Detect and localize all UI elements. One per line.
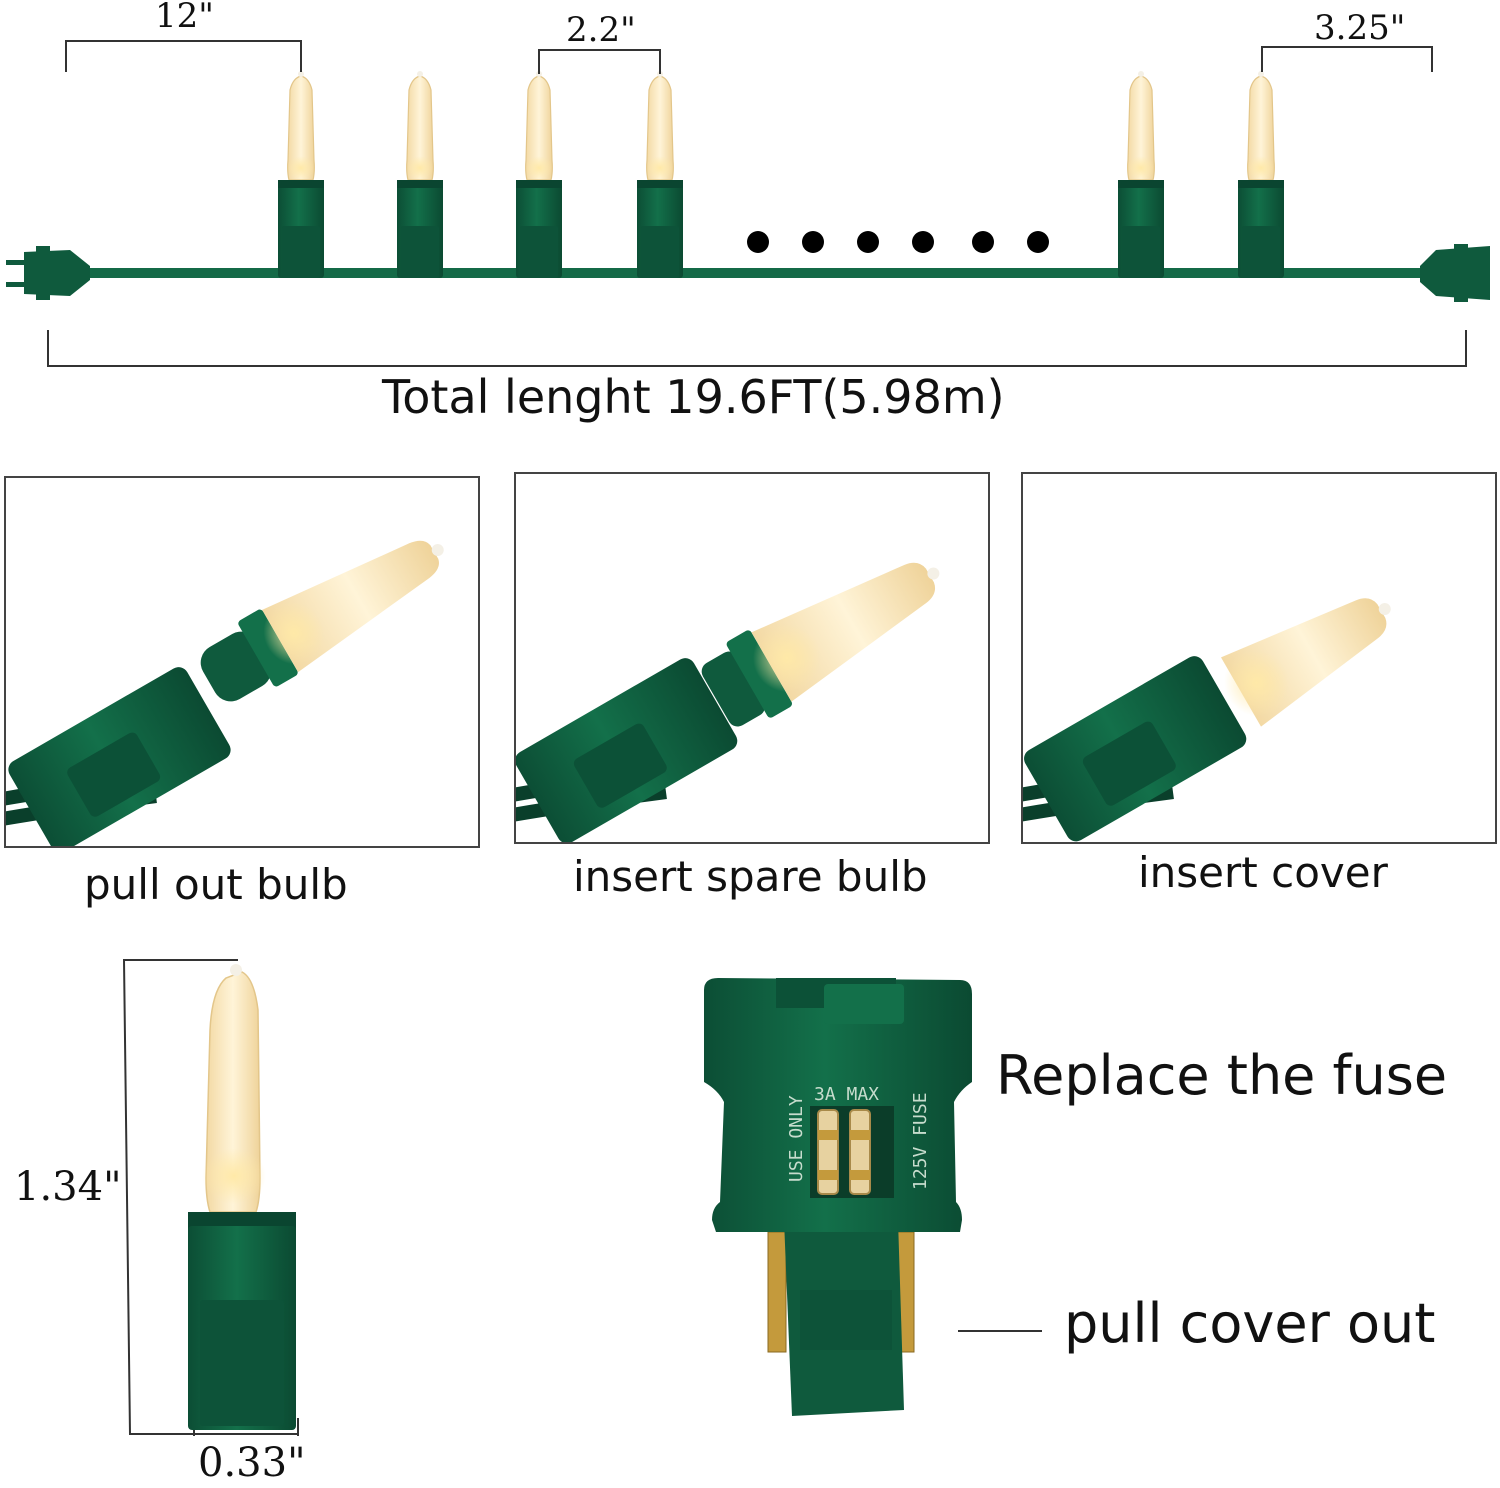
cover-label: pull cover out — [1064, 1292, 1436, 1355]
male-plug-icon — [6, 246, 90, 300]
single-bulb-illustration — [122, 959, 299, 1436]
step-panel-insert-spare — [514, 472, 990, 844]
lead-spacing-label: 2.2" — [566, 10, 636, 50]
string-bulb — [1117, 70, 1165, 279]
female-plug-icon — [1420, 244, 1490, 302]
insert-spare-bulb-illustration — [516, 562, 940, 842]
fuse-title: Replace the fuse — [996, 1044, 1448, 1107]
total-length-label: Total lenght 19.6FT(5.98m) — [382, 370, 1005, 424]
bulb-spacing-label: 12" — [155, 0, 214, 36]
fuse-plug-illustration: USE ONLY 3A MAX 125V FUSE — [704, 978, 972, 1416]
step-label-insert-cover: insert cover — [1138, 848, 1388, 897]
string-bulb — [636, 70, 684, 279]
bulb-width-label: 0.33" — [198, 1440, 306, 1486]
bulb-height-label: 1.34" — [14, 1164, 122, 1210]
cover-leader-line — [958, 1330, 1042, 1332]
string-bulb — [1237, 70, 1285, 279]
dimension-brackets — [47, 40, 1467, 367]
string-bulb — [396, 70, 444, 279]
step-panel-pull-out — [4, 476, 480, 848]
light-string-illustration — [6, 40, 1490, 367]
string-bulb — [277, 70, 325, 279]
plug-text-top: 3A MAX — [814, 1084, 879, 1105]
end-spacing-label: 3.25" — [1314, 8, 1406, 48]
step-label-pull-out: pull out bulb — [84, 860, 348, 909]
ellipsis-dots-icon — [747, 231, 1049, 253]
plug-text-right: 125V FUSE — [910, 1092, 931, 1190]
pull-out-bulb-illustration — [6, 540, 444, 846]
step-panel-insert-cover — [1021, 472, 1497, 844]
insert-cover-illustration — [1023, 598, 1391, 842]
wire-line — [40, 268, 1460, 278]
step-label-insert-spare: insert spare bulb — [573, 852, 928, 901]
string-bulb — [515, 70, 563, 279]
plug-text-left: USE ONLY — [786, 1095, 807, 1182]
